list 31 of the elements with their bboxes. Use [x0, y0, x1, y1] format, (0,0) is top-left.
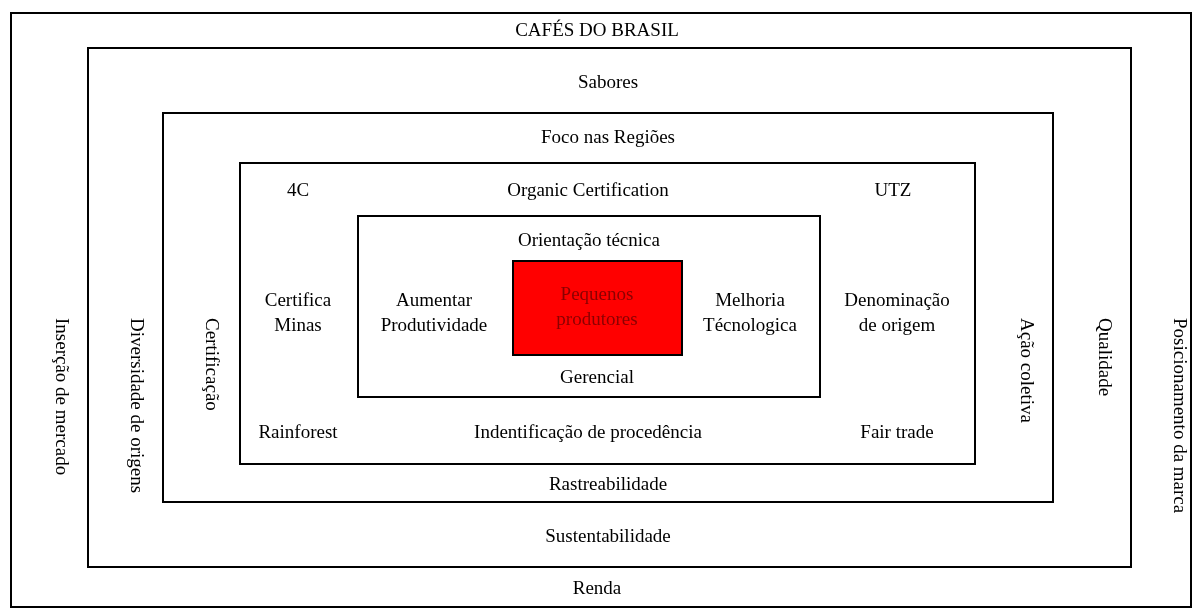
box-label: 4C	[285, 177, 311, 202]
nested-frame	[357, 215, 821, 398]
box-label: UTZ	[873, 177, 913, 202]
vertical-label: Ação coletiva	[1015, 318, 1039, 423]
box-label: Rastreabilidade	[547, 471, 669, 496]
box-label: Denominação de origem	[843, 288, 951, 337]
box-label: Melhoria Técnologica	[702, 288, 798, 337]
box-label: Foco nas Regiões	[539, 124, 676, 149]
box-label: Sustentabilidade	[544, 523, 672, 548]
box-label: Aumentar Produtividade	[379, 288, 489, 337]
nested-frame	[10, 12, 1192, 608]
nested-frame	[239, 162, 976, 465]
box-label: Sabores	[576, 69, 640, 94]
box-label: Gerencial	[559, 364, 635, 389]
box-label: Certifica Minas	[263, 288, 333, 337]
box-label: Rainforest	[257, 419, 339, 444]
vertical-label: Certificação	[200, 318, 224, 411]
box-label: Fair trade	[859, 419, 935, 444]
box-label: Renda	[571, 575, 623, 600]
box-label: Orientação técnica	[517, 227, 661, 252]
vertical-label: Qualidade	[1093, 318, 1117, 397]
nested-frame	[162, 112, 1054, 503]
vertical-label: Diversidade de origens	[125, 318, 149, 494]
vertical-label: Posicionamento da marca	[1168, 318, 1192, 514]
highlighted-box	[512, 260, 683, 356]
box-label: CAFÉS DO BRASIL	[514, 17, 680, 42]
box-label: Indentificação de procedência	[473, 419, 703, 444]
box-label: Pequenos produtores	[555, 282, 639, 331]
vertical-label: Inserção de mercado	[50, 318, 74, 476]
nested-frame	[87, 47, 1132, 568]
box-label: Organic Certification	[506, 177, 670, 202]
